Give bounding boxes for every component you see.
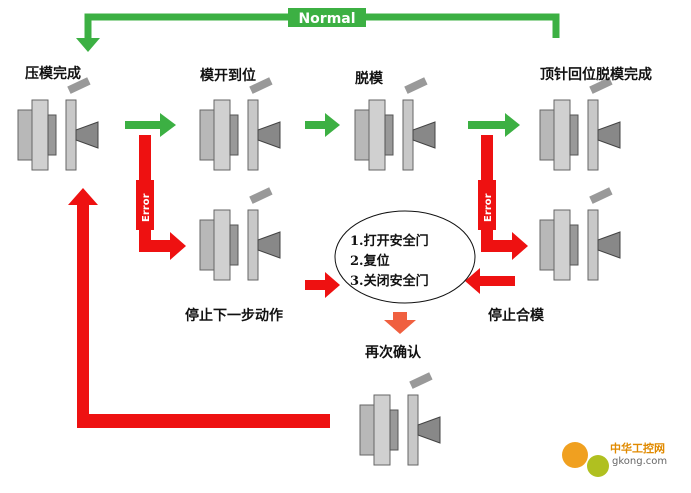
machine-reconfirm (359, 371, 441, 466)
normal-step-arrows (125, 113, 520, 137)
machine-ejector-return (539, 76, 621, 171)
arrow-into-steps-left (305, 272, 340, 298)
step-3: 3.关闭安全门 (350, 274, 429, 289)
gear-icon (562, 442, 588, 468)
step-1: 1.打开安全门 (350, 234, 429, 249)
label-reconfirm: 再次确认 (365, 345, 421, 361)
watermark-en: gkong.com (612, 456, 668, 467)
label-ejector-return: 顶针回位脱模完成 (540, 67, 652, 83)
normal-label: Normal (298, 11, 355, 27)
normal-arrowhead (76, 38, 100, 52)
label-press-complete: 压模完成 (25, 66, 81, 82)
machine-mold-open (199, 76, 281, 171)
green-arrow-3 (468, 113, 520, 137)
arrow-into-steps-right (465, 268, 515, 294)
green-arrow-2 (305, 113, 340, 137)
normal-label-box (288, 8, 366, 27)
error-label-left: Error (141, 193, 152, 222)
error-label-right: Error (483, 193, 494, 222)
green-arrow-1 (125, 113, 176, 137)
step-2: 2.复位 (350, 254, 390, 269)
machine-stop-close (539, 186, 621, 281)
label-mold-open: 模开到位 (200, 68, 256, 84)
confirm-down-arrow (384, 312, 416, 334)
watermark-cn: 中华工控网 (610, 442, 665, 455)
label-demold: 脱模 (355, 71, 383, 87)
label-stop-close: 停止合模 (488, 308, 544, 324)
recovery-steps: 1.打开安全门 2.复位 3.关闭安全门 (350, 232, 429, 292)
machine-press-complete (17, 76, 99, 171)
label-stop-next: 停止下一步动作 (185, 308, 283, 324)
gear-icon (587, 455, 609, 477)
steps-ellipse (334, 210, 476, 304)
machine-stop-next (199, 186, 281, 281)
machine-demold (354, 76, 436, 171)
